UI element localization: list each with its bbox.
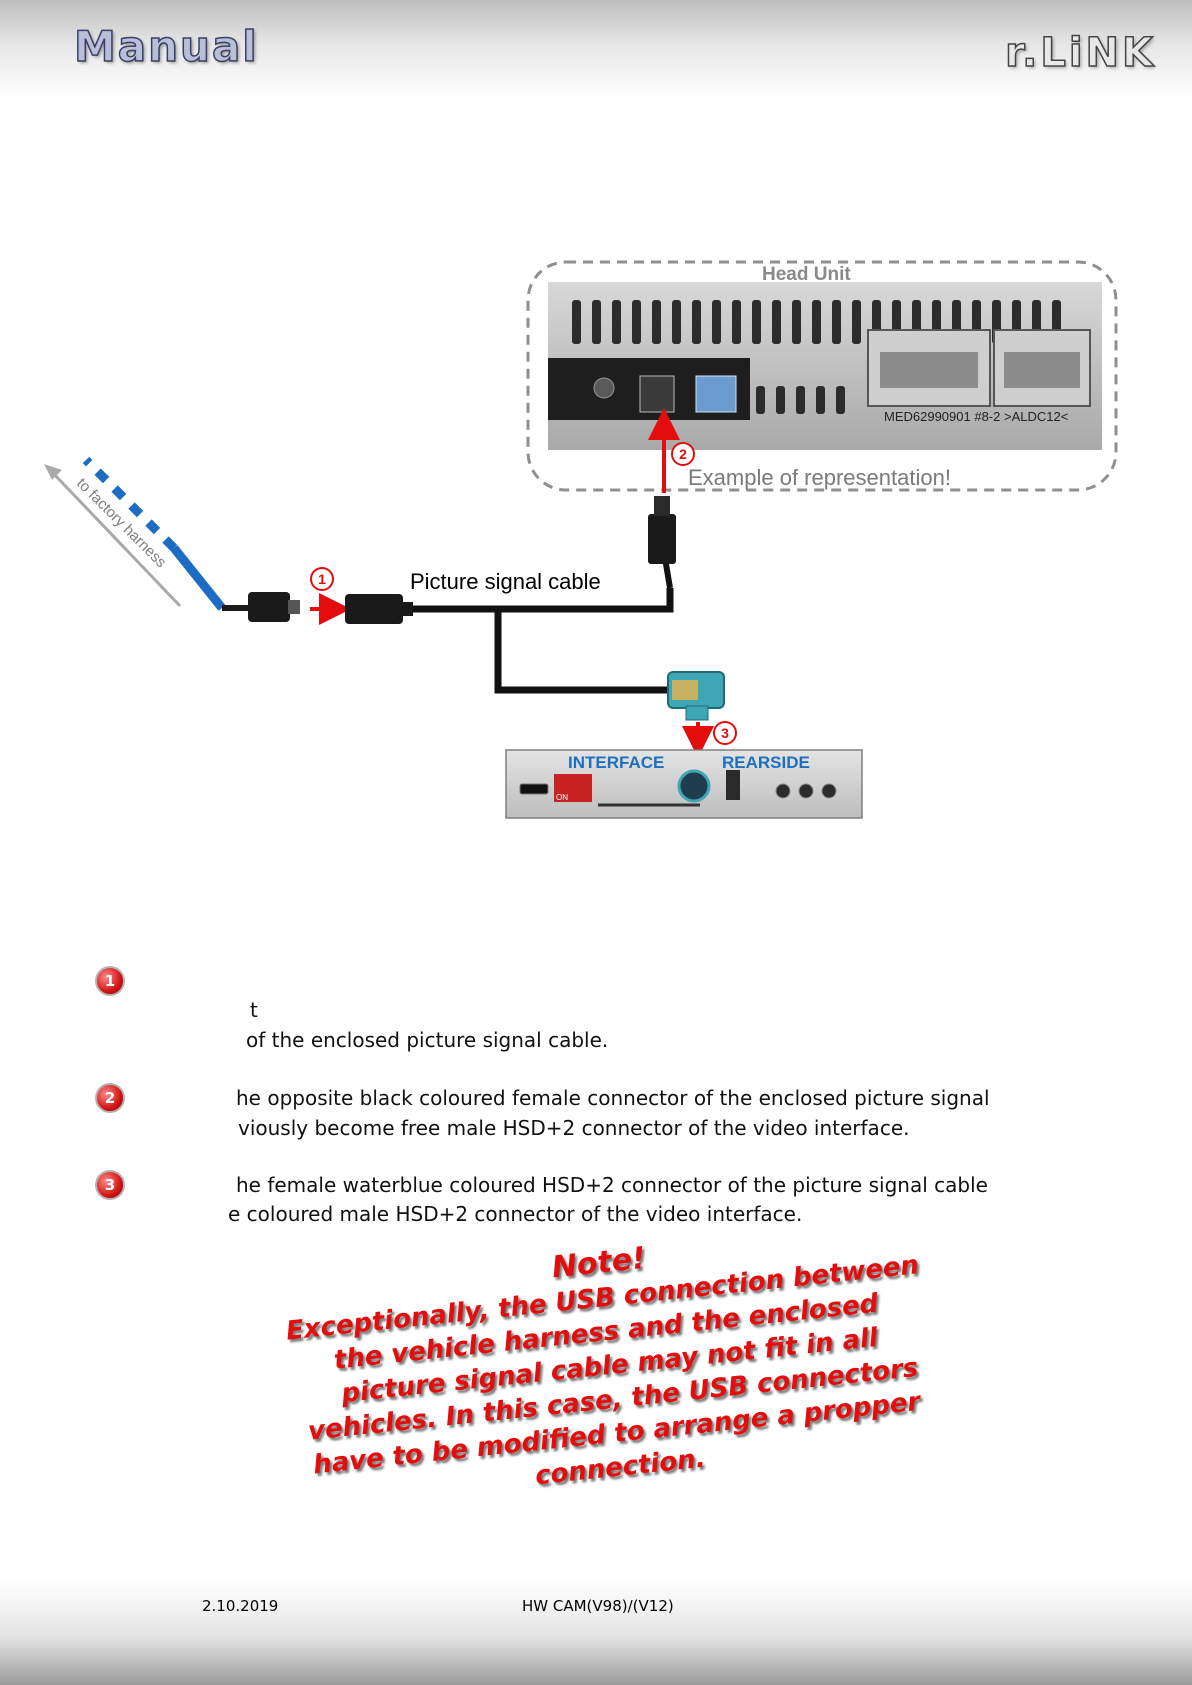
head-unit-label: Head Unit [762,264,851,285]
factory-harness: to factory harness [44,456,226,611]
av-jack-3 [821,783,837,799]
dip-switch [554,774,592,802]
diagram-marker-1: 1 [310,567,334,591]
picture-signal-cable: Picture signal cable [345,496,676,694]
mini-usb-port [519,783,549,795]
interface-rearside: ON INTERFACE REARSIDE [505,749,863,819]
svg-text:1: 1 [318,571,326,587]
hsd-male-port [677,769,711,803]
step-3-line-1: he female waterblue coloured HSD+2 conne… [236,1173,988,1197]
step-3-line-2: e coloured male HSD+2 connector of the v… [228,1202,803,1226]
step-2-line-1: he opposite black coloured female connec… [236,1086,990,1110]
harness-cable [170,545,226,611]
step-1-line-1: t [250,998,258,1022]
interface-label: INTERFACE [568,753,664,772]
video-port-black [639,375,675,413]
page-footer [0,1580,1192,1685]
footer-date: 2.10.2019 [202,1597,279,1615]
svg-text:3: 3 [721,725,729,741]
svg-text:2: 2 [679,446,687,462]
av-jack-2 [798,783,814,799]
head-unit-group: MED62990901 #8-2 >ALDC12< Head Unit Exam… [526,260,1118,492]
hsd-black-female-connector [648,514,676,564]
connection-diagram: MED62990901 #8-2 >ALDC12< Head Unit Exam… [44,260,1118,819]
usb-male-connector [248,592,290,622]
harness-usb-connector [222,592,300,622]
waterblue-connector [667,671,725,721]
diagram-marker-3: 3 [713,721,737,745]
head-unit-frame [526,260,1118,492]
rearside-label: REARSIDE [722,753,810,772]
usb-female-connector [345,594,403,624]
dip-label: ON [556,793,568,802]
antenna-port [593,377,615,399]
head-unit-part-number: MED62990901 #8-2 >ALDC12< [884,409,1068,424]
example-label: Example of representation! [688,465,951,490]
usb-note: Note! Exceptionally, the USB connection … [259,1210,961,1530]
manual-logo: Manual [73,21,259,72]
diagram-marker-2: 2 [671,442,695,466]
harness-direction-arrow [50,470,182,608]
video-port-blue [695,375,737,413]
step-1-line-2: of the enclosed picture signal cable. [246,1028,609,1052]
rlink-logo: r.LiNK [1004,29,1156,77]
av-jack-1 [775,783,791,799]
harness-cable-dashed [82,456,178,552]
step-3-badge: 3 [95,1170,125,1200]
page-header: Manual r.LiNK [0,0,1192,98]
footer-model: HW CAM(V98)/(V12) [522,1597,674,1615]
head-unit-vents [572,300,1061,414]
step-1-badge: 1 [95,966,125,996]
step-2-line-2: viously become free male HSD+2 connector… [238,1116,910,1140]
cable-label: Picture signal cable [410,569,601,594]
step-2-badge: 2 [95,1083,125,1113]
